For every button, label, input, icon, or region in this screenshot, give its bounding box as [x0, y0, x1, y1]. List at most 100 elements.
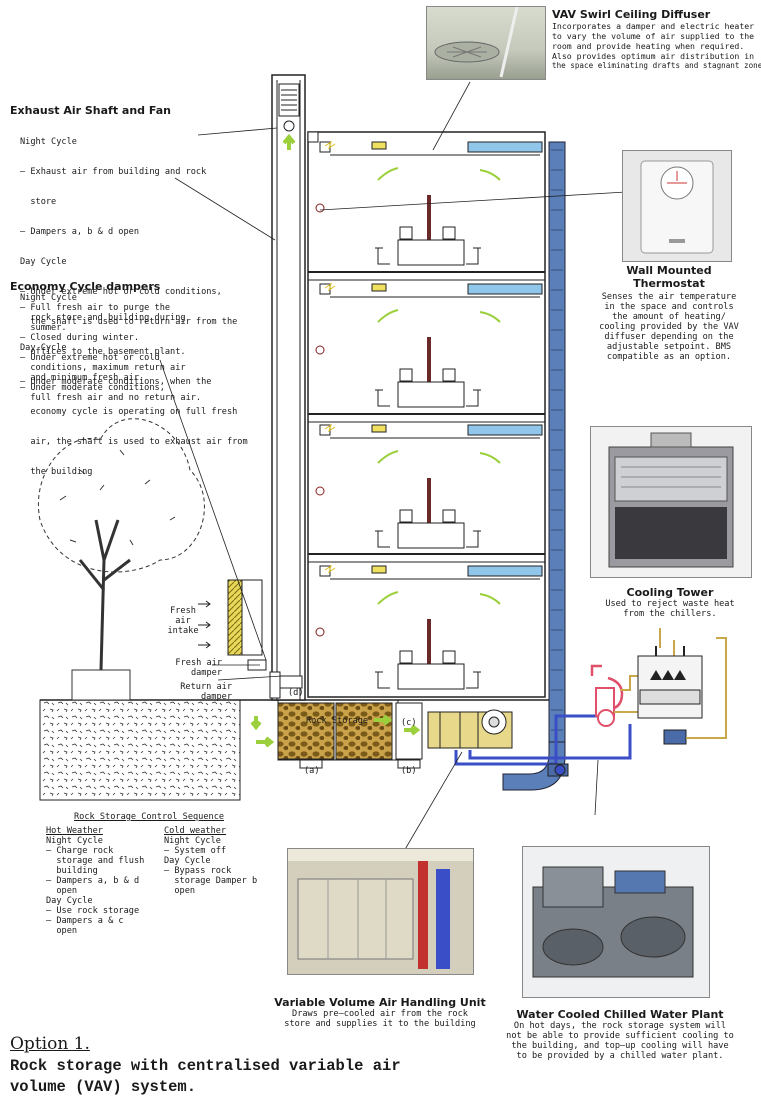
economy-line: rock store and building during	[20, 313, 186, 323]
exhaust-line: store	[20, 197, 57, 207]
ahu-line: store and supplies it to the building	[284, 1019, 476, 1029]
thermostat-photo	[622, 150, 732, 262]
office-floors	[307, 131, 546, 698]
plant-line: On hot days, the rock storage system wil…	[513, 1021, 727, 1031]
hot-line: – Use rock storage	[46, 906, 140, 916]
hot-line: storage and flush	[46, 856, 145, 866]
vav-text: Incorporates a damper and electric heate…	[552, 21, 761, 71]
thermostat-line: compatible as an option.	[606, 352, 732, 362]
exhaust-shaft	[271, 74, 306, 701]
thermostat-line: adjustable setpoint. BMS	[606, 342, 732, 352]
hot-weather-block: Hot Weather Night Cycle – Charge rock st…	[46, 826, 156, 936]
label-line: damper	[190, 668, 222, 678]
tree	[38, 418, 205, 701]
exhaust-line: – Exhaust air from building and rock	[20, 167, 207, 177]
rock-storage-plant	[250, 675, 513, 769]
cooling-text: Used to reject waste heat from the chill…	[594, 599, 746, 619]
vav-diffuser-photo	[426, 6, 546, 80]
economy-line: – Under extreme hot or cold	[20, 353, 160, 363]
cold-line: Day Cycle	[164, 856, 211, 866]
vav-title: VAV Swirl Ceiling Diffuser	[552, 8, 711, 21]
cooling-tower-schematic	[637, 646, 703, 719]
vav-line: room and provide heating when required.	[552, 41, 745, 51]
cold-line: – Bypass rock	[164, 866, 232, 876]
thermostat-text: Senses the air temperature in the space …	[586, 292, 752, 362]
economy-line: Day Cycle	[20, 343, 67, 353]
hot-weather-title: Hot Weather	[46, 826, 103, 836]
economy-line: – Under moderate conditions,	[20, 383, 165, 393]
fresh-air-intake-louvre	[198, 579, 281, 699]
exhaust-line: Day Cycle	[20, 257, 67, 267]
exhaust-line: – Under moderate conditions, when the	[20, 377, 212, 387]
label-line: damper	[200, 692, 232, 702]
thermostat-title-2: Thermostat	[633, 277, 705, 290]
cold-weather-block: Cold weather Night Cycle – System off Da…	[164, 826, 274, 896]
cold-line: open	[164, 886, 196, 896]
economy-line: and minimum fresh air.	[20, 373, 145, 383]
exhaust-line: air, the shaft is used to exhaust air fr…	[20, 437, 248, 447]
hot-line: open	[46, 886, 78, 896]
damper-c-label: (c)	[401, 718, 417, 728]
chilled-water-piping	[454, 628, 727, 777]
plant-line: to be provided by a chilled water plant.	[516, 1051, 724, 1061]
exhaust-text: Night Cycle – Exhaust air from building …	[20, 117, 260, 497]
cooling-section: Cooling Tower Used to reject waste heat …	[594, 586, 746, 619]
supply-duct	[502, 141, 566, 791]
exhaust-line: offices to the basement plant.	[20, 347, 186, 357]
hot-line: building	[46, 866, 98, 876]
cold-line: storage Damper b	[164, 876, 258, 886]
damper-d-label: (d)	[288, 688, 304, 698]
hot-line: – Dampers a & c	[46, 916, 124, 926]
economy-text: Night Cycle – Full fresh air to purge th…	[20, 293, 250, 403]
exhaust-line: Night Cycle	[20, 137, 77, 147]
fresh-air-damper-label: Fresh air damper	[162, 658, 222, 678]
thermostat-line: diffuser depending on the	[604, 332, 734, 342]
ahu-caption: Variable Volume Air Handling Unit Draws …	[250, 996, 510, 1029]
hot-line: open	[46, 926, 78, 936]
economy-section: Economy Cycle dampers Night Cycle – Full…	[10, 280, 250, 403]
thermostat-line: in the space and controls	[604, 302, 734, 312]
damper-b-label: (b)	[401, 766, 417, 776]
cooling-title: Cooling Tower	[626, 586, 714, 599]
option-title-line: volume (VAV) system.	[10, 1078, 197, 1096]
hot-line: Night Cycle	[46, 836, 103, 846]
fresh-air-intake-label: Fresh air intake	[166, 606, 200, 636]
vav-section: VAV Swirl Ceiling Diffuser Incorporates …	[552, 8, 761, 71]
ahu-line: Draws pre–cooled air from the rock	[292, 1009, 468, 1019]
ahu-title: Variable Volume Air Handling Unit	[274, 996, 486, 1009]
cooling-line: from the chillers.	[623, 609, 717, 619]
sequence-title: Rock Storage Control Sequence	[74, 812, 225, 822]
vav-line: Incorporates a damper and electric heate…	[552, 21, 755, 31]
vav-line: to vary the volume of air supplied to th…	[552, 31, 755, 41]
thermostat-section: Wall Mounted Thermostat Senses the air t…	[586, 264, 752, 362]
economy-line: conditions, maximum return air	[20, 363, 186, 373]
plant-title: Water Cooled Chilled Water Plant	[516, 1008, 724, 1021]
plant-line: not be able to provide sufficient coolin…	[506, 1031, 734, 1041]
hot-line: – Dampers a, b & d	[46, 876, 140, 886]
hot-line: – Charge rock	[46, 846, 114, 856]
rock-storage-label: Rock Storage	[306, 716, 369, 726]
thermostat-line: the amount of heating/	[612, 312, 726, 322]
label-line: air	[175, 616, 191, 626]
cold-line: – System off	[164, 846, 227, 856]
cold-weather-title: Cold weather	[164, 826, 227, 836]
exhaust-line: the building	[20, 467, 93, 477]
exhaust-line: – Under extreme hot or cold conditions,	[20, 287, 222, 297]
economy-line: Night Cycle	[20, 293, 77, 303]
hot-line: Day Cycle	[46, 896, 93, 906]
label-line: Fresh air	[175, 658, 222, 668]
damper-a-label: (a)	[304, 766, 320, 776]
chiller-photo	[522, 846, 710, 998]
label-line: Return air	[180, 682, 232, 692]
option-title: Rock storage with centralised variable a…	[10, 1056, 401, 1098]
exhaust-title: Exhaust Air Shaft and Fan	[10, 104, 171, 117]
cooling-tower-photo	[590, 426, 752, 578]
cooling-line: Used to reject waste heat	[605, 599, 735, 609]
label-line: intake	[167, 626, 199, 636]
leader-lines	[159, 81, 627, 859]
plant-line: the building, and top–up cooling will ha…	[511, 1041, 729, 1051]
cold-line: Night Cycle	[164, 836, 221, 846]
plant-caption: Water Cooled Chilled Water Plant On hot …	[500, 1008, 740, 1061]
thermostat-line: Senses the air temperature	[601, 292, 737, 302]
